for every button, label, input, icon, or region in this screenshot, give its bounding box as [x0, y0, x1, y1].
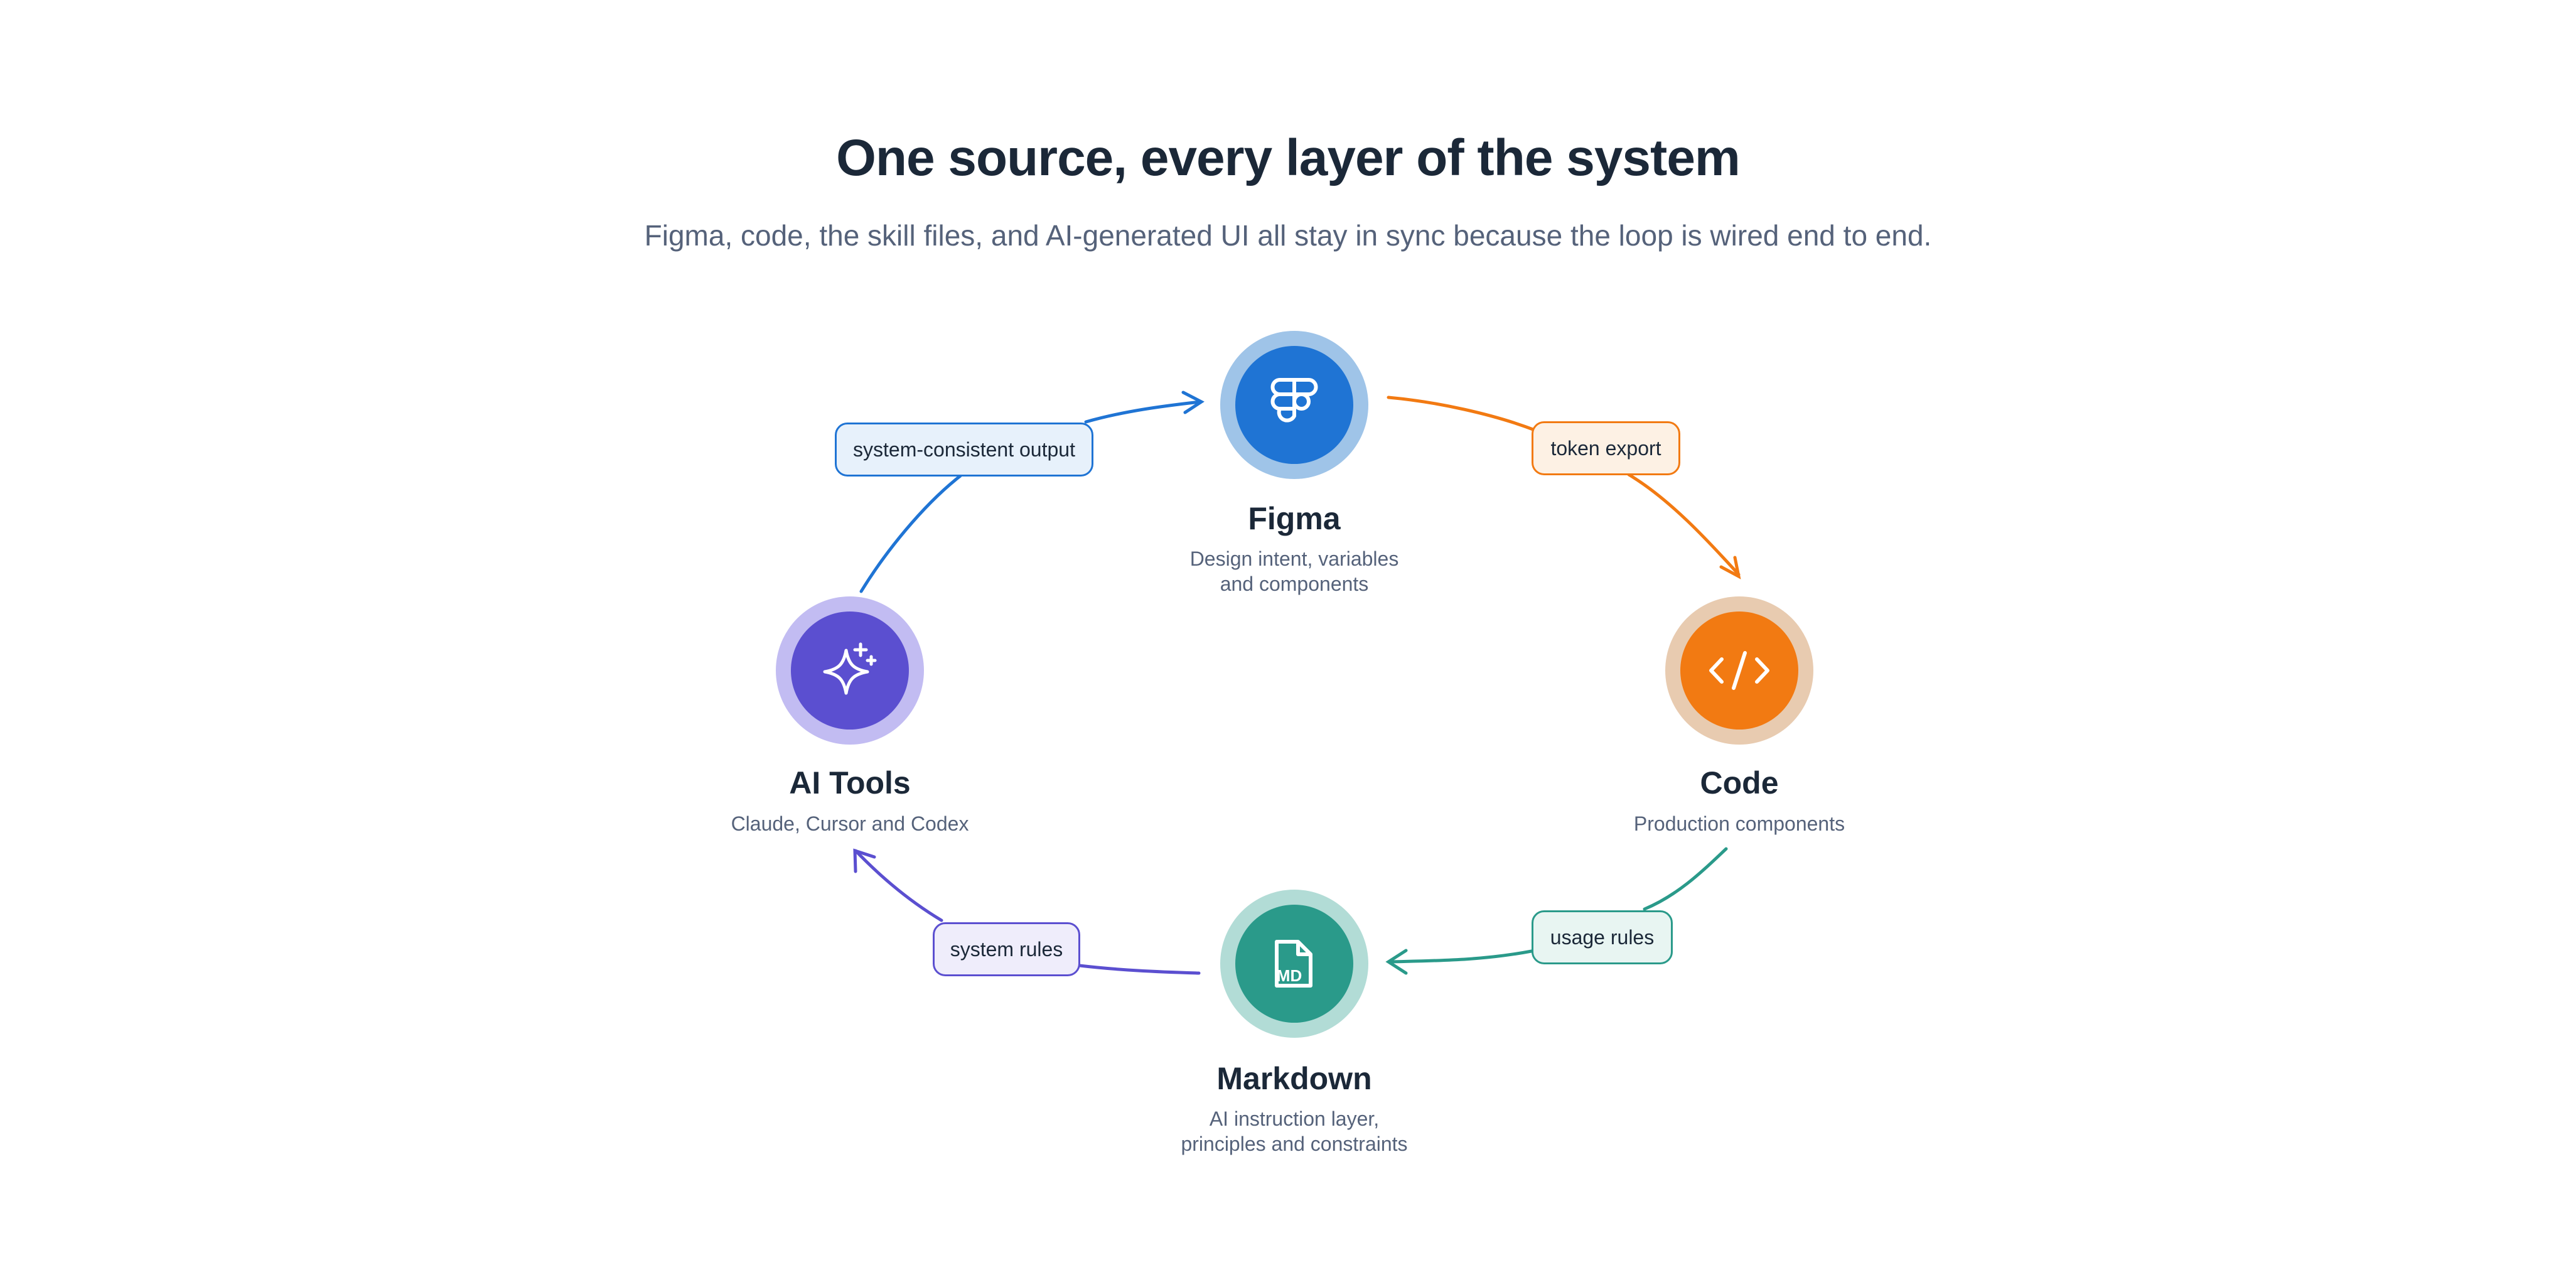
edge-label-usage-rules: usage rules [1532, 910, 1673, 964]
code-description: Production components [1633, 812, 1845, 835]
arrowhead [1385, 949, 1408, 975]
page-subtitle: Figma, code, the skill files, and AI-gen… [644, 219, 1932, 252]
figma-description: Design intent, variables and components [1189, 547, 1399, 595]
markdown-node: MD [1220, 890, 1368, 1038]
svg-text:MD: MD [1277, 966, 1302, 985]
ai-tools-description: Claude, Cursor and Codex [731, 812, 969, 835]
edge-system-consistent-output [859, 391, 1205, 593]
ai-tools-node [776, 596, 924, 745]
arrowhead [1719, 556, 1741, 579]
figma-logo-icon [1270, 378, 1318, 423]
edge-system-rules [853, 848, 1201, 975]
edge-label-system-consistent-output: system-consistent output [835, 423, 1093, 477]
sparkle-icon [823, 642, 877, 695]
page-title: One source, every layer of the system [836, 129, 1741, 186]
edge-token-export [1387, 396, 1741, 579]
markdown-file-icon: MD [1275, 940, 1312, 988]
code-brackets-icon [1709, 651, 1769, 690]
ai-tools-title: AI Tools [789, 765, 911, 800]
figma-title: Figma [1248, 501, 1341, 536]
code-node [1665, 596, 1813, 745]
markdown-description: AI instruction layer, principles and con… [1181, 1107, 1408, 1155]
edge-usage-rules [1385, 847, 1728, 975]
markdown-title: Markdown [1216, 1061, 1372, 1096]
edge-label-token-export: token export [1532, 421, 1680, 475]
arrowhead [1181, 391, 1205, 414]
arrowhead [853, 848, 876, 873]
code-title: Code [1700, 765, 1779, 800]
edge-label-system-rules: system rules [933, 922, 1080, 976]
figma-node [1220, 331, 1368, 479]
